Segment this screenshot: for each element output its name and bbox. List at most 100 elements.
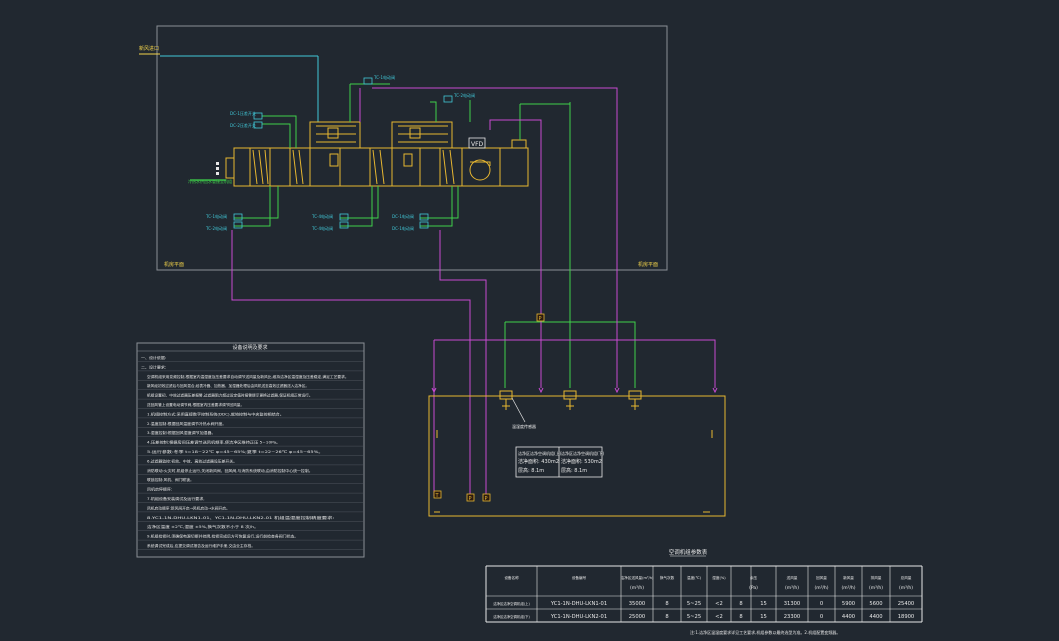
valve-tag-low-center-b: TC-4电动阀 bbox=[311, 225, 333, 231]
p-marker-top: P bbox=[536, 313, 545, 322]
valve-tag-top-right: TC-2电动阀 bbox=[443, 92, 475, 103]
left-sensor-cluster bbox=[216, 162, 219, 175]
table-cell: YC1-1N-DHU-LKN2-01 bbox=[550, 614, 607, 620]
notes-line: 4.压差控制:根据房间压差调节送风机频率,使洁净区维持正压 5~10Pa。 bbox=[147, 440, 280, 445]
table-cell: 25000 bbox=[629, 614, 646, 620]
table-grid: 设备名称 设备编号 洁净区送风量(m³/h) (m³/h) 换气次数 温度(℃) 湿度(%)… bbox=[485, 565, 923, 623]
table-cell: 15 bbox=[760, 614, 767, 620]
table-cell: 35000 bbox=[629, 601, 646, 607]
table-cell: 5900 bbox=[842, 601, 855, 607]
table-cell: 15 bbox=[760, 601, 767, 607]
valve-tag-mid-left-b: DC-2压差开关 bbox=[230, 122, 256, 128]
room-info-right-2: 层高: 8.1m bbox=[561, 467, 587, 474]
diffuser-group bbox=[434, 390, 713, 513]
table-header-cell: 温度(℃) bbox=[687, 575, 702, 580]
valve-tag-top-center: TC-1电动阀 bbox=[363, 74, 395, 85]
notes-line: 消防联动:火灾时,机组停止运行,关闭新风阀、回风阀,与消防系统联动,由消防控制中… bbox=[147, 468, 313, 473]
room-info-box: 洁净区洁净空调机组(上) 洁净面积: 430m2 层高: 8.1m 洁净区洁净空… bbox=[515, 446, 605, 478]
table-header-unit: (m³/h) bbox=[785, 585, 799, 591]
table-header-unit: (m³/h) bbox=[869, 585, 883, 591]
notes-line: 8.YC1-1N-DHU-LKN1-01、YC1-1N-DHU-LKN2-01 … bbox=[147, 515, 334, 520]
notes-line: 2.温度控制:根据回风温度调节冷热水阀开度。 bbox=[147, 421, 226, 426]
table-header-cell: 送风量 bbox=[787, 575, 798, 580]
table-header-cell: 换气次数 bbox=[660, 575, 675, 580]
clean-room-outline bbox=[428, 395, 726, 517]
table-cell: 4400 bbox=[869, 614, 882, 620]
notes-line: 空调机组采用变频控制,根据室内温湿度及压差要求自动调节送风量及新风比,维持洁净区… bbox=[147, 374, 349, 379]
sensor-leader bbox=[511, 397, 526, 423]
notes-line: 6.过滤器监控:初效、中效、高效过滤器设压差开关。 bbox=[147, 458, 237, 463]
table-cell: 23300 bbox=[784, 614, 801, 620]
table-header-cell: 总风量 bbox=[901, 575, 912, 580]
table-cell: 0 bbox=[820, 601, 823, 607]
table-cell: 0 bbox=[820, 614, 823, 620]
table-header-cell: 新风量 bbox=[843, 575, 854, 580]
room-sensor-annotation: 温湿度传感器 bbox=[512, 423, 536, 429]
table-header-unit: (m³/h) bbox=[899, 585, 913, 591]
table-header-unit: (m³/h) bbox=[841, 585, 855, 591]
t-marker-room: T bbox=[433, 490, 442, 499]
notes-line: 联锁控制:风机、阀门联锁。 bbox=[147, 477, 194, 482]
magenta-control-lines bbox=[231, 87, 716, 496]
table-cell: 8 bbox=[665, 601, 668, 607]
table-cell: 25400 bbox=[898, 601, 915, 607]
table-cell: 洁净区洁净空调机组(下) bbox=[493, 614, 530, 619]
room-arrows bbox=[431, 387, 718, 394]
valve-tag-low-center: TC-4电动阀 TC-4电动阀 bbox=[311, 213, 349, 231]
table-header-cell: 回风量 bbox=[816, 575, 827, 580]
notes-line: 9.机组检修时,须确保电源切断并挂牌,检修完成后方可恢复运行,运行前检查各阀门状… bbox=[147, 534, 298, 539]
notes-panel: 设备说明及要求 一、设计依据:二、设计要求:空调机组采用变频控制,根据室内温湿度… bbox=[136, 342, 365, 558]
notes-line: 洁净区温度 ±2℃,湿度 ±5%,换气次数不小于 8 次/h。 bbox=[147, 524, 259, 529]
vfd-label: VFD bbox=[471, 141, 484, 148]
table-cell: 18900 bbox=[898, 614, 915, 620]
table-header-unit: (m³/h) bbox=[814, 585, 828, 591]
table-cell: 8 bbox=[739, 614, 742, 620]
valve-tag-low-left-a: TC-1电动阀 bbox=[205, 213, 227, 219]
valve-tag-low-left: TC-1电动阀 TC-2电动阀 bbox=[205, 213, 243, 231]
valve-tag-mid-left: DC-1压差开关 DC-2压差开关 bbox=[230, 110, 263, 129]
notes-line: 系统调试完成后,应提交调试报告及运行维护手册,交由业主存档。 bbox=[147, 543, 255, 548]
room-info-left-1: 洁净面积: 430m2 bbox=[518, 458, 559, 465]
table-cell: <2 bbox=[715, 601, 723, 607]
table-footnote: 注:1.洁净区温湿度要求详见工艺要求,机组参数以最终选型为准。2.机组配置变频器… bbox=[690, 629, 840, 635]
schematic-frame bbox=[156, 25, 668, 271]
valve-tag-top-center-text: TC-1电动阀 bbox=[373, 74, 395, 80]
table-header-cell: 湿度(%) bbox=[712, 575, 726, 580]
table-title: 空调机组参数表 bbox=[669, 548, 708, 556]
valve-tag-group: TC-1电动阀 TC-2电动阀 DC-1压差开关 DC-2压差开关 TC-1电动… bbox=[205, 74, 475, 231]
table-cell: 8 bbox=[665, 614, 668, 620]
valve-tag-mid-left-a: DC-1压差开关 bbox=[230, 110, 256, 116]
p-marker-room-a-text: P bbox=[469, 496, 472, 502]
table-cell: 洁净区洁净空调机组(上) bbox=[493, 601, 530, 606]
notes-line: 风机启停顺序: bbox=[147, 487, 172, 492]
table-cell: 31300 bbox=[784, 601, 801, 607]
notes-line: 3.湿度控制:根据回风湿度调节加湿器。 bbox=[147, 430, 215, 435]
table-header-cell: 排风量 bbox=[871, 575, 882, 580]
table-cell: YC1-1N-DHU-LKN1-01 bbox=[550, 601, 607, 607]
fresh-air-inlet-label: 新风进口 bbox=[139, 45, 159, 52]
table-cell: 5~25 bbox=[687, 601, 701, 607]
valve-tag-low-center-a: TC-4电动阀 bbox=[311, 213, 333, 219]
table-header-cell: 洁净区送风量(m³/h) bbox=[621, 575, 654, 580]
notes-line: 新风经初效过滤后与回风混合,经表冷器、加热器、加湿器处理后由风机送至高效过滤器送… bbox=[147, 383, 309, 388]
table-header-unit: (Pa) bbox=[749, 585, 758, 591]
table-cell: 5600 bbox=[869, 601, 882, 607]
p-marker-room-b: P bbox=[482, 493, 491, 502]
p-marker-top-text: P bbox=[539, 316, 542, 322]
t-marker-room-text: T bbox=[435, 493, 440, 499]
p-marker-room-b-text: P bbox=[485, 496, 488, 502]
room-info-left-2: 层高: 8.1m bbox=[518, 467, 544, 474]
table-header-cell: 余压 bbox=[750, 575, 758, 580]
table-cell: 5~25 bbox=[687, 614, 701, 620]
table-header-unit: (m³/h) bbox=[630, 585, 644, 591]
valve-tag-low-left-b: TC-2电动阀 bbox=[205, 225, 227, 231]
valve-tag-top-right-text: TC-2电动阀 bbox=[453, 92, 475, 98]
notes-lines: 一、设计依据:二、设计要求:空调机组采用变频控制,根据室内温湿度及压差要求自动调… bbox=[137, 355, 364, 550]
table-header-cell: 设备名称 bbox=[504, 575, 519, 580]
valve-tag-low-right-b: DC-1电动阀 bbox=[392, 225, 414, 231]
water-feed-label: 冷热水供回水管接至机组 bbox=[188, 178, 232, 184]
room-info-left-0: 洁净区洁净空调机组(上) bbox=[518, 450, 562, 456]
table-header-cell: 设备编号 bbox=[572, 575, 587, 580]
notes-line: 5.运行参数:冬季 t=18~22℃ φ=45~65%;夏季 t=22~26℃ … bbox=[147, 449, 323, 454]
room-info-right-1: 洁净面积: 530m2 bbox=[561, 458, 602, 465]
